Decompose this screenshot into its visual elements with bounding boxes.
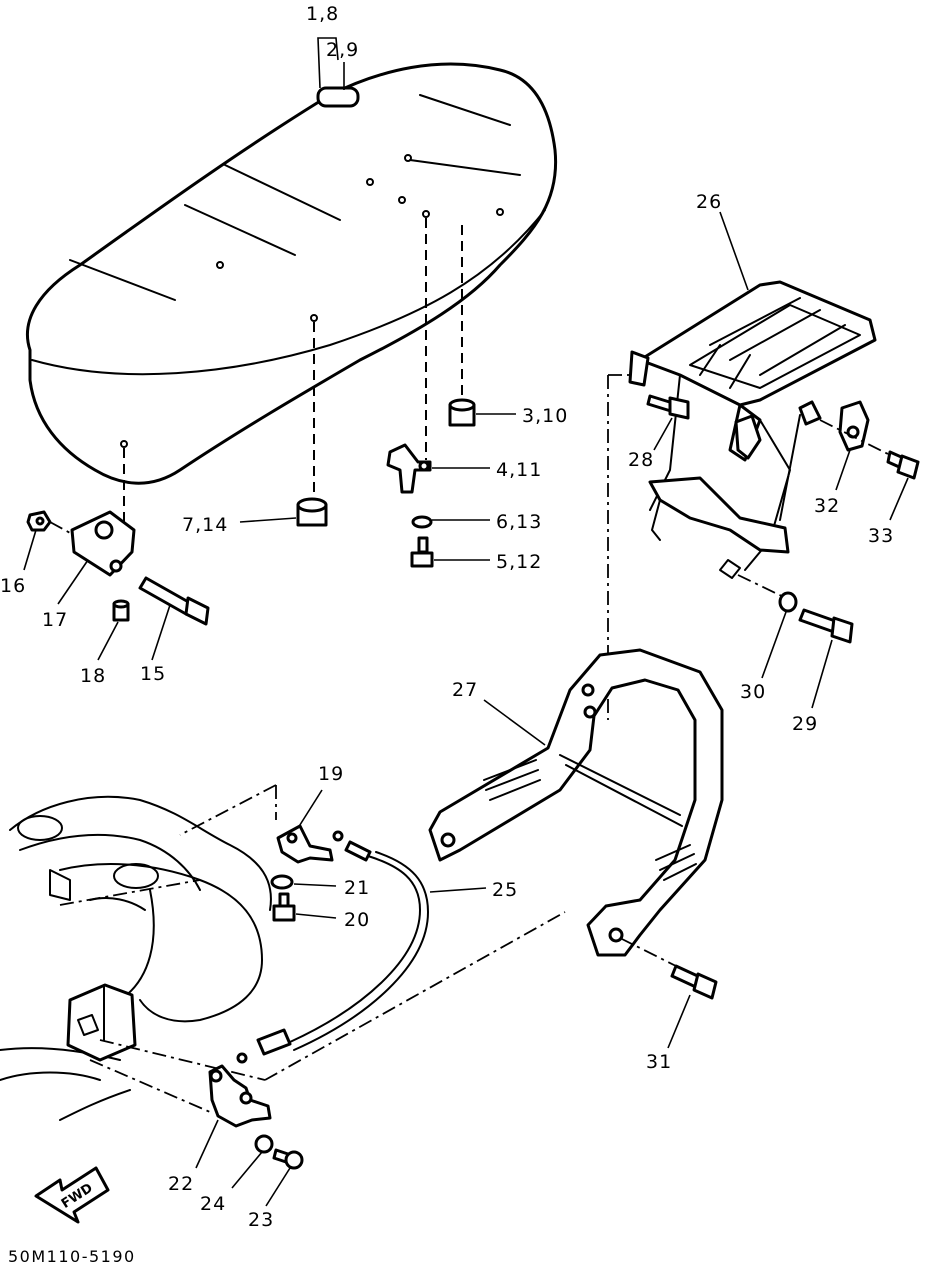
guide-line — [819, 419, 891, 456]
callout-label: 6,13 — [496, 511, 542, 533]
part-damper-7-14: 7,14 — [182, 497, 328, 536]
guide-line — [619, 937, 681, 969]
callout-label: 21 — [344, 877, 370, 899]
part-bracket-32 — [838, 400, 870, 452]
fwd-arrow-icon: FWD — [34, 1166, 110, 1224]
callout-label: 22 — [168, 1173, 194, 1195]
callout-label: 2,9 — [326, 39, 359, 61]
leader-line — [429, 887, 487, 893]
leader-line — [23, 529, 37, 571]
leader-line — [889, 477, 909, 521]
callout-label: 29 — [792, 713, 818, 735]
callout-label: 5,12 — [496, 551, 542, 573]
callout-label: 23 — [248, 1209, 274, 1231]
part-bolt-28 — [646, 394, 690, 420]
part-screw-23 — [272, 1148, 304, 1170]
part-bolt-29 — [798, 608, 854, 644]
part-washer-21 — [270, 874, 294, 890]
callout-label: 30 — [740, 681, 766, 703]
leader-line — [97, 621, 119, 661]
leader-line — [293, 883, 337, 887]
callout-label: 28 — [628, 449, 654, 471]
leader-line — [761, 611, 787, 679]
callout-label: 17 — [42, 609, 68, 631]
callout-label: 4,11 — [496, 459, 542, 481]
leader-line — [811, 639, 833, 709]
part-carrier-rack — [628, 280, 877, 579]
callout-label: 25 — [492, 879, 518, 901]
leader-line — [295, 913, 337, 919]
part-washer-6-13: 6,13 — [411, 511, 542, 533]
part-bolt-33 — [886, 450, 920, 480]
leader-line — [835, 449, 851, 491]
part-grab-bar — [428, 648, 724, 957]
leader-line — [57, 559, 89, 605]
part-cable-bracket-19 — [276, 824, 334, 864]
callout-label: 31 — [646, 1051, 672, 1073]
callout-label: 27 — [452, 679, 478, 701]
frame-section — [0, 784, 566, 1121]
leader-line — [667, 994, 691, 1049]
leader-line — [265, 1167, 291, 1207]
leader-line — [719, 211, 749, 291]
callout-label: 3,10 — [522, 405, 568, 427]
seat — [25, 62, 558, 485]
callout-label: 1,8 — [306, 3, 339, 25]
callout-label: 26 — [696, 191, 722, 213]
part-bolt-31 — [670, 964, 718, 1000]
part-bolt-20 — [272, 892, 296, 922]
callout-label: 7,14 — [182, 514, 228, 536]
callout-label: 20 — [344, 909, 370, 931]
callout-label: 18 — [80, 665, 106, 687]
leader-line — [653, 417, 673, 451]
callout-label: 15 — [140, 663, 166, 685]
part-seat-hinge-bracket — [26, 510, 210, 626]
leader-line — [231, 1151, 263, 1189]
callout-label: 32 — [814, 495, 840, 517]
part-bolt-5-12: 5,12 — [410, 536, 542, 573]
part-washer-24 — [254, 1134, 274, 1154]
leader-line — [195, 1119, 219, 1169]
part-seat-lock-cable — [236, 830, 429, 1064]
part-washer-30 — [778, 591, 798, 613]
catalog-code: 50M110-5190 — [8, 1247, 136, 1266]
leader-line — [151, 604, 171, 661]
leader-line — [297, 789, 323, 829]
callout-group-1-8: 1,8 2,9 — [306, 3, 359, 90]
callout-label: 19 — [318, 763, 344, 785]
part-bracket-4-11: 4,11 — [386, 443, 542, 494]
part-lock-bracket-22 — [208, 1064, 272, 1128]
callout-label: 24 — [200, 1193, 226, 1215]
callout-label: 16 — [0, 575, 26, 597]
part-grommet-3-10: 3,10 — [448, 398, 568, 427]
callout-label: 33 — [868, 525, 894, 547]
leader-line — [483, 699, 546, 746]
